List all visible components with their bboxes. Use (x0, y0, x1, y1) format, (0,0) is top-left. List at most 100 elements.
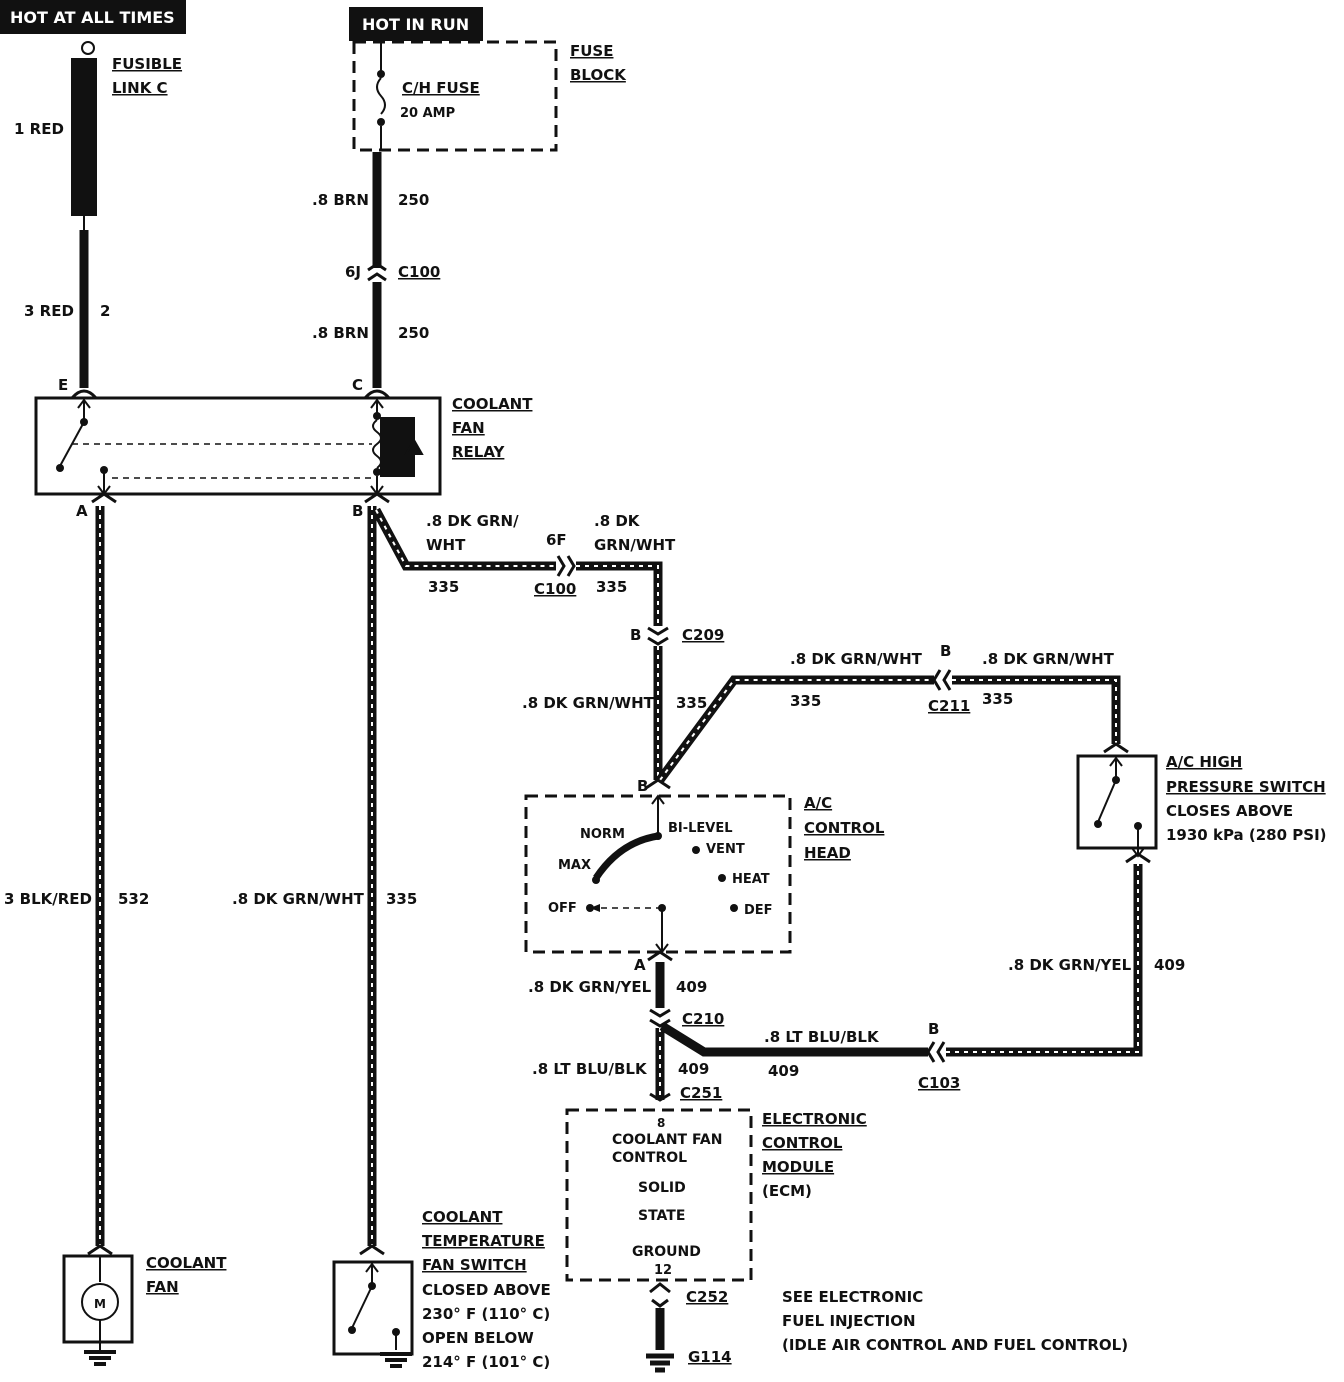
connector-c211-pin: B (940, 642, 951, 660)
see-note-1: SEE ELECTRONIC (782, 1288, 923, 1306)
ac-high-pressure-switch (1076, 754, 1158, 850)
ac-head-off: OFF (548, 901, 577, 916)
fuse-block-label-2: BLOCK (570, 66, 627, 84)
wire-blk-red-label: 3 BLK/RED (4, 890, 92, 908)
wire-grn-wht-a-label-2: WHT (426, 536, 466, 554)
ground-icon (84, 1350, 116, 1366)
ac-head-label-1: A/C (804, 794, 832, 812)
wire-blk-red-num: 532 (118, 890, 149, 908)
relay-diode (380, 417, 424, 477)
connector-c209-label: C209 (682, 626, 724, 644)
relay-pin-c: C (352, 376, 363, 394)
ecm-label-3: MODULE (762, 1158, 834, 1176)
ecm-ground: GROUND (632, 1244, 701, 1260)
ecm-pin-8: 8 (657, 1116, 665, 1130)
ecm-label-2: CONTROL (762, 1134, 843, 1152)
wire-brn-top-label: .8 BRN (312, 191, 369, 209)
connector-c100-top-pin: 6J (345, 263, 361, 281)
hp-switch-label-3: CLOSES ABOVE (1166, 802, 1293, 820)
coolant-fan-relay (34, 396, 442, 496)
connector-c251 (649, 1092, 671, 1102)
connector-c251-label: C251 (680, 1084, 722, 1102)
hp-switch-label-2: PRESSURE SWITCH (1166, 778, 1326, 796)
ecm-fan-2: CONTROL (612, 1150, 687, 1166)
wire-brn-top-num: 250 (398, 191, 429, 209)
wire-brn-bot-label: .8 BRN (312, 324, 369, 342)
see-note-3: (IDLE AIR CONTROL AND FUEL CONTROL) (782, 1336, 1128, 1354)
connector-c252-label: C252 (686, 1288, 728, 1306)
relay-label-2: FAN (452, 419, 485, 437)
wire-3-red-label: 3 RED (24, 302, 74, 320)
temp-switch-label-1: COOLANT (422, 1208, 503, 1226)
coolant-temp-switch (332, 1260, 414, 1356)
connector-c100-mid-label: C100 (534, 580, 576, 598)
wire-grn-wht-d-label: .8 DK GRN/WHT (982, 650, 1115, 668)
wire-grn-wht-d (952, 675, 1121, 744)
fusible-link (71, 58, 97, 216)
wire-grn-yel-right-num: 409 (1154, 956, 1185, 974)
ground-g114-label: G114 (688, 1348, 732, 1366)
wire-grn-wht-left-label: .8 DK GRN/WHT (232, 890, 365, 908)
hot-at-all-times-label: HOT AT ALL TIMES (10, 8, 175, 27)
temp-switch-label-7: 214° F (101° C) (422, 1353, 550, 1371)
connector-c211 (932, 669, 952, 691)
connector-c252 (651, 1298, 669, 1308)
ground-icon (380, 1352, 412, 1368)
hot-in-run-label: HOT IN RUN (362, 15, 469, 34)
relay-pin-a: A (76, 502, 88, 520)
fuse-block-label-1: FUSE (570, 42, 613, 60)
wire-grn-wht-c (656, 675, 934, 783)
coolant-fan (62, 1254, 134, 1344)
wire-grn-wht-c-num: 335 (790, 692, 821, 710)
wire-lt-blu-right-num: 409 (768, 1062, 799, 1080)
connector-c209 (647, 626, 669, 646)
wire-grn-wht-a-num: 335 (428, 578, 459, 596)
fuse-rating: 20 AMP (400, 106, 455, 121)
relay-coil (372, 419, 382, 469)
fusible-link-label-1: FUSIBLE (112, 55, 182, 73)
temp-switch-label-5: 230° F (110° C) (422, 1305, 550, 1323)
wire-grn-wht-a-label-1: .8 DK GRN/ (426, 512, 519, 530)
relay-pin-e: E (58, 376, 68, 394)
wire-3-red-num: 2 (100, 302, 110, 320)
connector-c103-pin: B (928, 1020, 939, 1038)
relay-label-3: RELAY (452, 443, 506, 461)
wire-lt-blu-right (659, 1022, 928, 1057)
motor-label: M (94, 1297, 106, 1311)
wire-grn-wht-b-label-2: GRN/WHT (594, 536, 676, 554)
connector-c100-mid (556, 555, 576, 577)
ground-icon (646, 1353, 674, 1373)
fusible-link-label-2: LINK C (112, 79, 168, 97)
ac-head-vent: VENT (706, 842, 745, 857)
fusible-link-terminal (81, 41, 95, 55)
hot-at-all-times-box (0, 0, 186, 34)
wire-grn-yel-left-label: .8 DK GRN/YEL (528, 978, 652, 996)
connector-c103 (926, 1041, 946, 1063)
temp-switch-label-3: FAN SWITCH (422, 1256, 527, 1274)
connector-c209-pin: B (630, 626, 641, 644)
wire-brn-bot-num: 250 (398, 324, 429, 342)
wire-grn-wht-b-num: 335 (596, 578, 627, 596)
ac-head-label-2: CONTROL (804, 819, 885, 837)
fuse-name: C/H FUSE (402, 79, 480, 97)
ac-head-def: DEF (744, 903, 773, 918)
ac-head-bilevel: BI-LEVEL (668, 821, 733, 836)
wire-lt-blu-left-label: .8 LT BLU/BLK (532, 1060, 648, 1078)
connector-c211-label: C211 (928, 697, 970, 715)
ecm-label-1: ELECTRONIC (762, 1110, 867, 1128)
temp-switch-label-2: TEMPERATURE (422, 1232, 545, 1250)
hp-switch-label-4: 1930 kPa (280 PSI) (1166, 826, 1327, 844)
connector-c210-label: C210 (682, 1010, 724, 1028)
wire-grn-yel-right-label: .8 DK GRN/YEL (1008, 956, 1132, 974)
relay-label-1: COOLANT (452, 395, 533, 413)
connector-c100-top-label: C100 (398, 263, 440, 281)
wire-grn-wht-mid-label: .8 DK GRN/WHT (522, 694, 655, 712)
fuse-block (352, 40, 558, 152)
wire-grn-wht-left-num: 335 (386, 890, 417, 908)
hp-switch-label-1: A/C HIGH (1166, 753, 1242, 771)
ecm-box (565, 1108, 753, 1282)
wire-lt-blu-right-label: .8 LT BLU/BLK (764, 1028, 880, 1046)
ac-head-arc (593, 832, 659, 880)
temp-switch-label-6: OPEN BELOW (422, 1329, 534, 1347)
connector-c103-label: C103 (918, 1074, 960, 1092)
